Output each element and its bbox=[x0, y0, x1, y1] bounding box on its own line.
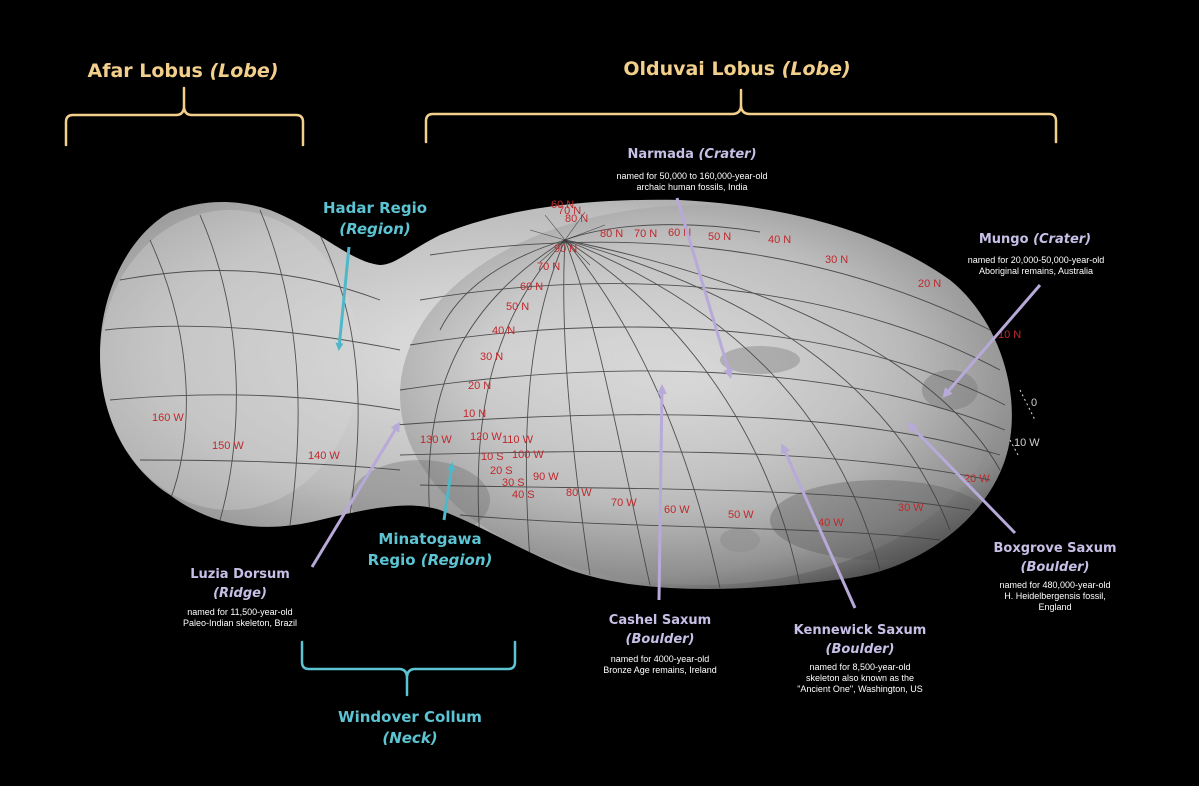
afar-lobus-label: Afar Lobus (Lobe) bbox=[58, 60, 308, 82]
grid-label-120w: 120 W bbox=[470, 431, 502, 443]
grid-label-70n-west: 70 N bbox=[537, 261, 560, 273]
grid-label-90n: 90 N bbox=[554, 243, 577, 255]
kennewick-saxum-arrow bbox=[780, 443, 857, 609]
grid-label-100w: 100 W bbox=[512, 449, 544, 461]
grid-label-30n-east: 30 N bbox=[825, 254, 848, 266]
minatogawa-regio-arrow bbox=[442, 462, 456, 521]
grid-label-30s: 30 S bbox=[502, 477, 525, 489]
luzia-dorsum-name: Luzia Dorsum bbox=[190, 567, 290, 582]
grid-label-50n-west: 50 N bbox=[506, 301, 529, 313]
olduvai-lobe-bracket bbox=[424, 88, 1058, 144]
boxgrove-saxum-note: named for 480,000-year-old H. Heidelberg… bbox=[999, 580, 1111, 612]
afar-lobus-name: Afar Lobus bbox=[87, 60, 203, 82]
luzia-dorsum-type: (Ridge) bbox=[213, 586, 267, 601]
grid-label-30n-west: 30 N bbox=[480, 351, 503, 363]
windover-collum-name: Windover Collum bbox=[338, 708, 482, 726]
grid-label-80n-east: 80 N bbox=[600, 228, 623, 240]
boxgrove-saxum-type: (Boulder) bbox=[1020, 560, 1090, 575]
afar-lobus-type: (Lobe) bbox=[209, 60, 279, 82]
grid-label-20s: 20 S bbox=[490, 465, 513, 477]
grid-label-10n-west: 10 N bbox=[463, 408, 486, 420]
narmada-crater-arrow bbox=[675, 197, 734, 379]
grid-label-40n-west: 40 N bbox=[492, 325, 515, 337]
narmada-crater-type: (Crater) bbox=[698, 147, 757, 162]
grid-label-60n-top: 60 N bbox=[551, 199, 574, 211]
windover-collum-type: (Neck) bbox=[382, 729, 438, 747]
asteroid-body bbox=[100, 199, 1036, 590]
grid-label-80w: 80 W bbox=[566, 487, 592, 499]
hadar-regio-label: Hadar Regio (Region) bbox=[290, 198, 460, 240]
coordinate-grid-labels: 160 W 150 W 140 W 130 W 120 W 110 W 100 … bbox=[152, 199, 1040, 529]
grid-label-10n-east: 10 N bbox=[998, 329, 1021, 341]
minatogawa-regio-label: Minatogawa Regio (Region) bbox=[340, 529, 520, 571]
kennewick-saxum-name: Kennewick Saxum bbox=[793, 623, 927, 638]
grid-label-150w: 150 W bbox=[212, 440, 244, 452]
hadar-regio-arrow bbox=[335, 246, 351, 351]
kennewick-saxum-type: (Boulder) bbox=[825, 642, 895, 657]
luzia-dorsum-label: Luzia Dorsum (Ridge) bbox=[170, 565, 310, 603]
windover-collum-label: Windover Collum (Neck) bbox=[310, 707, 510, 749]
mungo-crater-type: (Crater) bbox=[1033, 232, 1092, 247]
grid-label-70n-top: 70 N bbox=[558, 205, 581, 217]
grid-label-40s: 40 S bbox=[512, 489, 535, 501]
grid-label-80n-top: 80 N bbox=[565, 213, 588, 225]
grid-label-60w: 60 W bbox=[664, 504, 690, 516]
grid-label-0: 0 bbox=[1031, 397, 1037, 409]
hadar-regio-name: Hadar Regio bbox=[322, 199, 428, 217]
boxgrove-saxum-label: Boxgrove Saxum (Boulder) bbox=[980, 539, 1130, 577]
grid-label-70n-east: 70 N bbox=[634, 228, 657, 240]
olduvai-lobus-name: Olduvai Lobus bbox=[623, 58, 776, 80]
hadar-regio-type: (Region) bbox=[339, 220, 411, 238]
grid-label-90w: 90 W bbox=[533, 471, 559, 483]
cashel-saxum-note: named for 4000-year-old Bronze Age remai… bbox=[603, 654, 717, 675]
boxgrove-saxum-arrow bbox=[907, 422, 1017, 535]
grid-label-30w: 30 W bbox=[898, 502, 924, 514]
grid-label-160w: 160 W bbox=[152, 412, 184, 424]
cashel-saxum-label: Cashel Saxum (Boulder) bbox=[585, 611, 735, 649]
grid-label-20n-west: 20 N bbox=[468, 380, 491, 392]
grid-label-70w: 70 W bbox=[611, 497, 637, 509]
grid-label-40w: 40 W bbox=[818, 517, 844, 529]
cashel-saxum-arrow bbox=[656, 384, 667, 601]
afar-lobe-bracket bbox=[64, 86, 305, 147]
kennewick-saxum-label: Kennewick Saxum (Boulder) bbox=[775, 621, 945, 659]
luzia-dorsum-arrow bbox=[310, 421, 401, 568]
cashel-saxum-name: Cashel Saxum bbox=[608, 613, 712, 628]
grid-label-10w: 10 W bbox=[1014, 437, 1040, 449]
narmada-crater-name: Narmada bbox=[627, 147, 694, 162]
grid-label-40n-east: 40 N bbox=[768, 234, 791, 246]
mungo-crater-name: Mungo bbox=[978, 232, 1029, 247]
grid-label-20n-east: 20 N bbox=[918, 278, 941, 290]
grid-label-50w: 50 W bbox=[728, 509, 754, 521]
mungo-crater-label: Mungo (Crater) bbox=[950, 230, 1120, 249]
grid-label-50n-east: 50 N bbox=[708, 231, 731, 243]
minatogawa-regio-type: (Region) bbox=[420, 551, 493, 569]
grid-label-20w: 20 W bbox=[964, 473, 990, 485]
olduvai-lobus-type: (Lobe) bbox=[781, 58, 851, 80]
minatogawa-regio-name: Minatogawa bbox=[378, 530, 482, 548]
minatogawa-regio-name-2: Regio bbox=[367, 551, 416, 569]
grid-label-60n-west: 60 N bbox=[520, 281, 543, 293]
mungo-crater-arrow bbox=[942, 284, 1042, 399]
cashel-saxum-type: (Boulder) bbox=[625, 632, 695, 647]
olduvai-lobus-label: Olduvai Lobus (Lobe) bbox=[587, 58, 887, 80]
grid-label-10s: 10 S bbox=[481, 451, 504, 463]
grid-label-130w: 130 W bbox=[420, 434, 452, 446]
kennewick-saxum-note: named for 8,500-year-old skeleton also k… bbox=[797, 662, 923, 694]
luzia-dorsum-note: named for 11,500-year-old Paleo-Indian s… bbox=[182, 607, 298, 628]
mungo-crater-note: named for 20,000-50,000-year-old Aborigi… bbox=[967, 255, 1105, 276]
boxgrove-saxum-name: Boxgrove Saxum bbox=[993, 541, 1117, 556]
narmada-crater-label: Narmada (Crater) bbox=[592, 145, 792, 164]
grid-label-140w: 140 W bbox=[308, 450, 340, 462]
grid-label-110w: 110 W bbox=[502, 434, 534, 446]
windover-neck-bracket bbox=[300, 640, 517, 697]
narmada-crater-note: named for 50,000 to 160,000-year-old arc… bbox=[616, 171, 768, 192]
